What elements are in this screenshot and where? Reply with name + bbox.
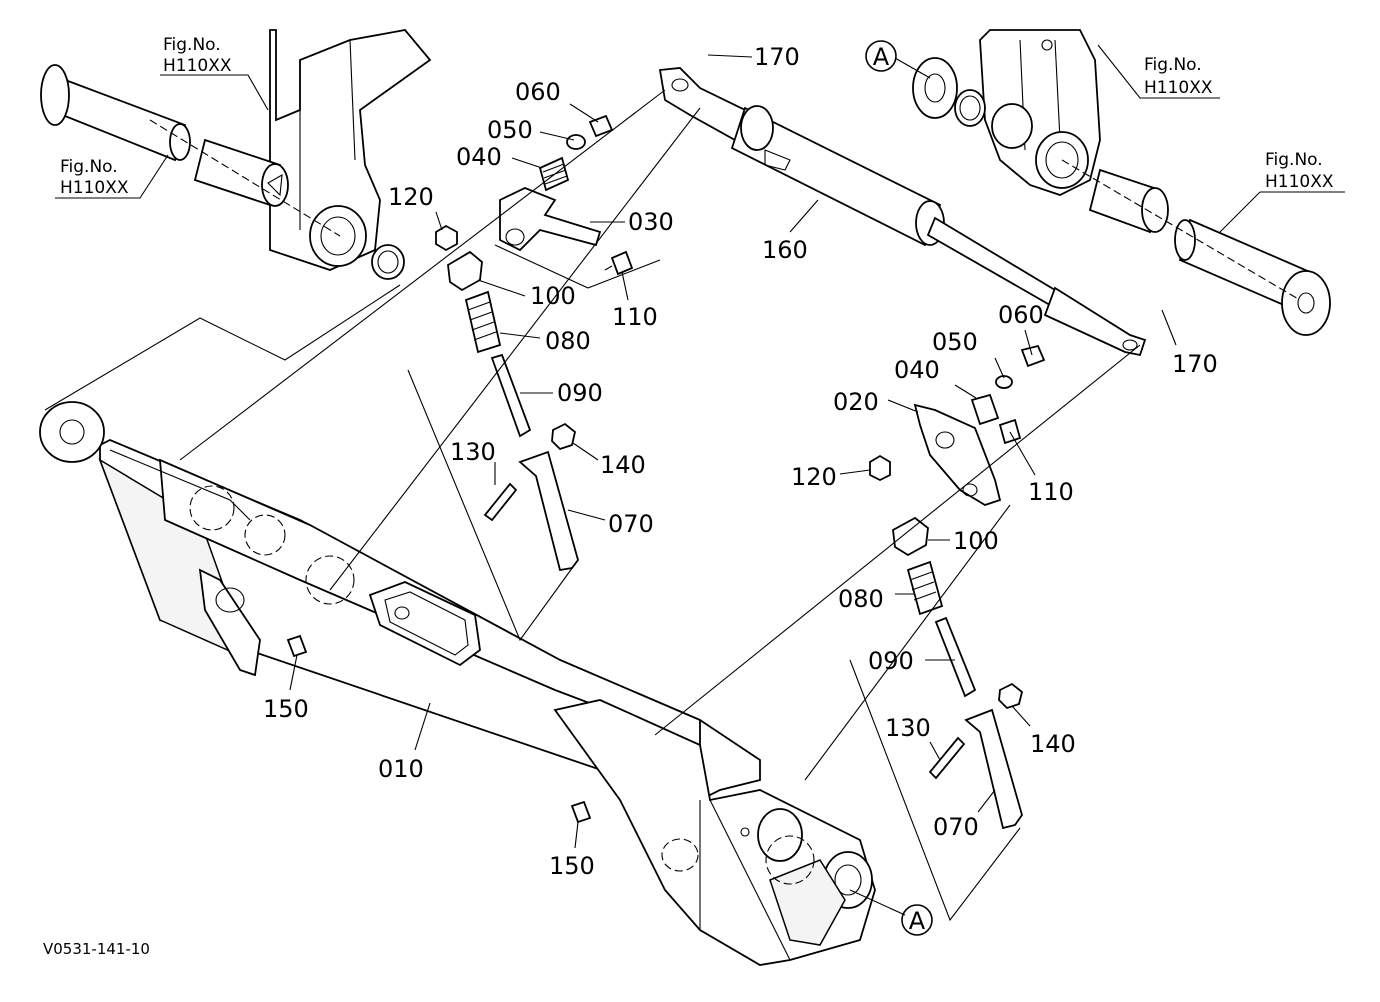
- part-label-010: 010: [378, 755, 424, 783]
- part-label-130: 130: [450, 438, 496, 466]
- part-label-050-right: 050: [932, 328, 978, 356]
- part-label-140: 140: [600, 451, 646, 479]
- swing-cylinder: [658, 67, 1147, 357]
- part-label-100: 100: [530, 282, 576, 310]
- part-label-150-bottom: 150: [549, 852, 595, 880]
- part-label-170-right: 170: [1172, 350, 1218, 378]
- right-lever-group: [869, 344, 1046, 830]
- callout-a-top-label: A: [873, 43, 890, 71]
- part-label-060: 060: [515, 78, 561, 106]
- fig-ref-3-label: Fig.No.: [1144, 55, 1202, 75]
- part-labels: 170 060 050 040 030 120 160 110 100 080 …: [263, 43, 1218, 880]
- fig-ref-4-code: H110XX: [1265, 172, 1334, 192]
- callout-a-bottom-label: A: [909, 907, 926, 935]
- part-label-060-right: 060: [998, 301, 1044, 329]
- part-label-070-right: 070: [933, 813, 979, 841]
- right-pin: [1174, 218, 1331, 336]
- grease-nipple-left: [286, 634, 308, 658]
- callout-a-bottom: A: [901, 904, 933, 936]
- left-lever-group: [435, 114, 634, 572]
- left-pin-axis: [149, 119, 341, 237]
- part-label-160: 160: [762, 236, 808, 264]
- leader-lines: [55, 44, 1345, 916]
- left-swing-bracket: [269, 29, 432, 280]
- fig-ref-1-label: Fig.No.: [163, 35, 221, 55]
- fig-ref-3-code: H110XX: [1144, 78, 1213, 98]
- fig-ref-1-code: H110XX: [163, 56, 232, 76]
- left-pin: [40, 64, 191, 162]
- part-label-140-right: 140: [1030, 730, 1076, 758]
- fig-ref-2-code: H110XX: [60, 178, 129, 198]
- swing-frame: [98, 439, 876, 966]
- part-label-030: 030: [628, 208, 674, 236]
- fig-ref-4-label: Fig.No.: [1265, 150, 1323, 170]
- part-label-090: 090: [557, 379, 603, 407]
- part-label-090-right: 090: [868, 647, 914, 675]
- part-label-050: 050: [487, 116, 533, 144]
- part-label-110: 110: [612, 303, 658, 331]
- fig-ref-3: Fig.No. H110XX: [1144, 55, 1213, 98]
- part-label-070: 070: [608, 510, 654, 538]
- part-label-120-right: 120: [791, 463, 837, 491]
- callout-a-top: A: [865, 40, 897, 72]
- assembly-lines: [44, 89, 1141, 922]
- part-label-100-right: 100: [953, 527, 999, 555]
- part-label-170: 170: [754, 43, 800, 71]
- part-label-040-right: 040: [894, 356, 940, 384]
- part-label-130-right: 130: [885, 714, 931, 742]
- right-swing-bracket: [979, 29, 1101, 196]
- left-bushing: [193, 138, 289, 207]
- part-label-080: 080: [545, 327, 591, 355]
- fig-ref-1: Fig.No. H110XX: [163, 35, 232, 76]
- part-label-040: 040: [456, 143, 502, 171]
- right-pin-axis: [1061, 159, 1301, 301]
- part-label-120: 120: [388, 183, 434, 211]
- part-label-150: 150: [263, 695, 309, 723]
- part-label-110-right: 110: [1028, 478, 1074, 506]
- fig-ref-2-label: Fig.No.: [60, 157, 118, 177]
- fig-ref-4: Fig.No. H110XX: [1265, 150, 1334, 192]
- right-bushing: [1088, 168, 1169, 234]
- part-label-020: 020: [833, 388, 879, 416]
- right-ring: [954, 89, 986, 127]
- part-label-080-right: 080: [838, 585, 884, 613]
- right-washer-a: [912, 57, 958, 119]
- diagram-code: V0531-141-10: [43, 940, 150, 958]
- fig-ref-2: Fig.No. H110XX: [60, 157, 129, 198]
- grease-nipple-bottom: [570, 800, 592, 824]
- frame-washer: [39, 401, 105, 463]
